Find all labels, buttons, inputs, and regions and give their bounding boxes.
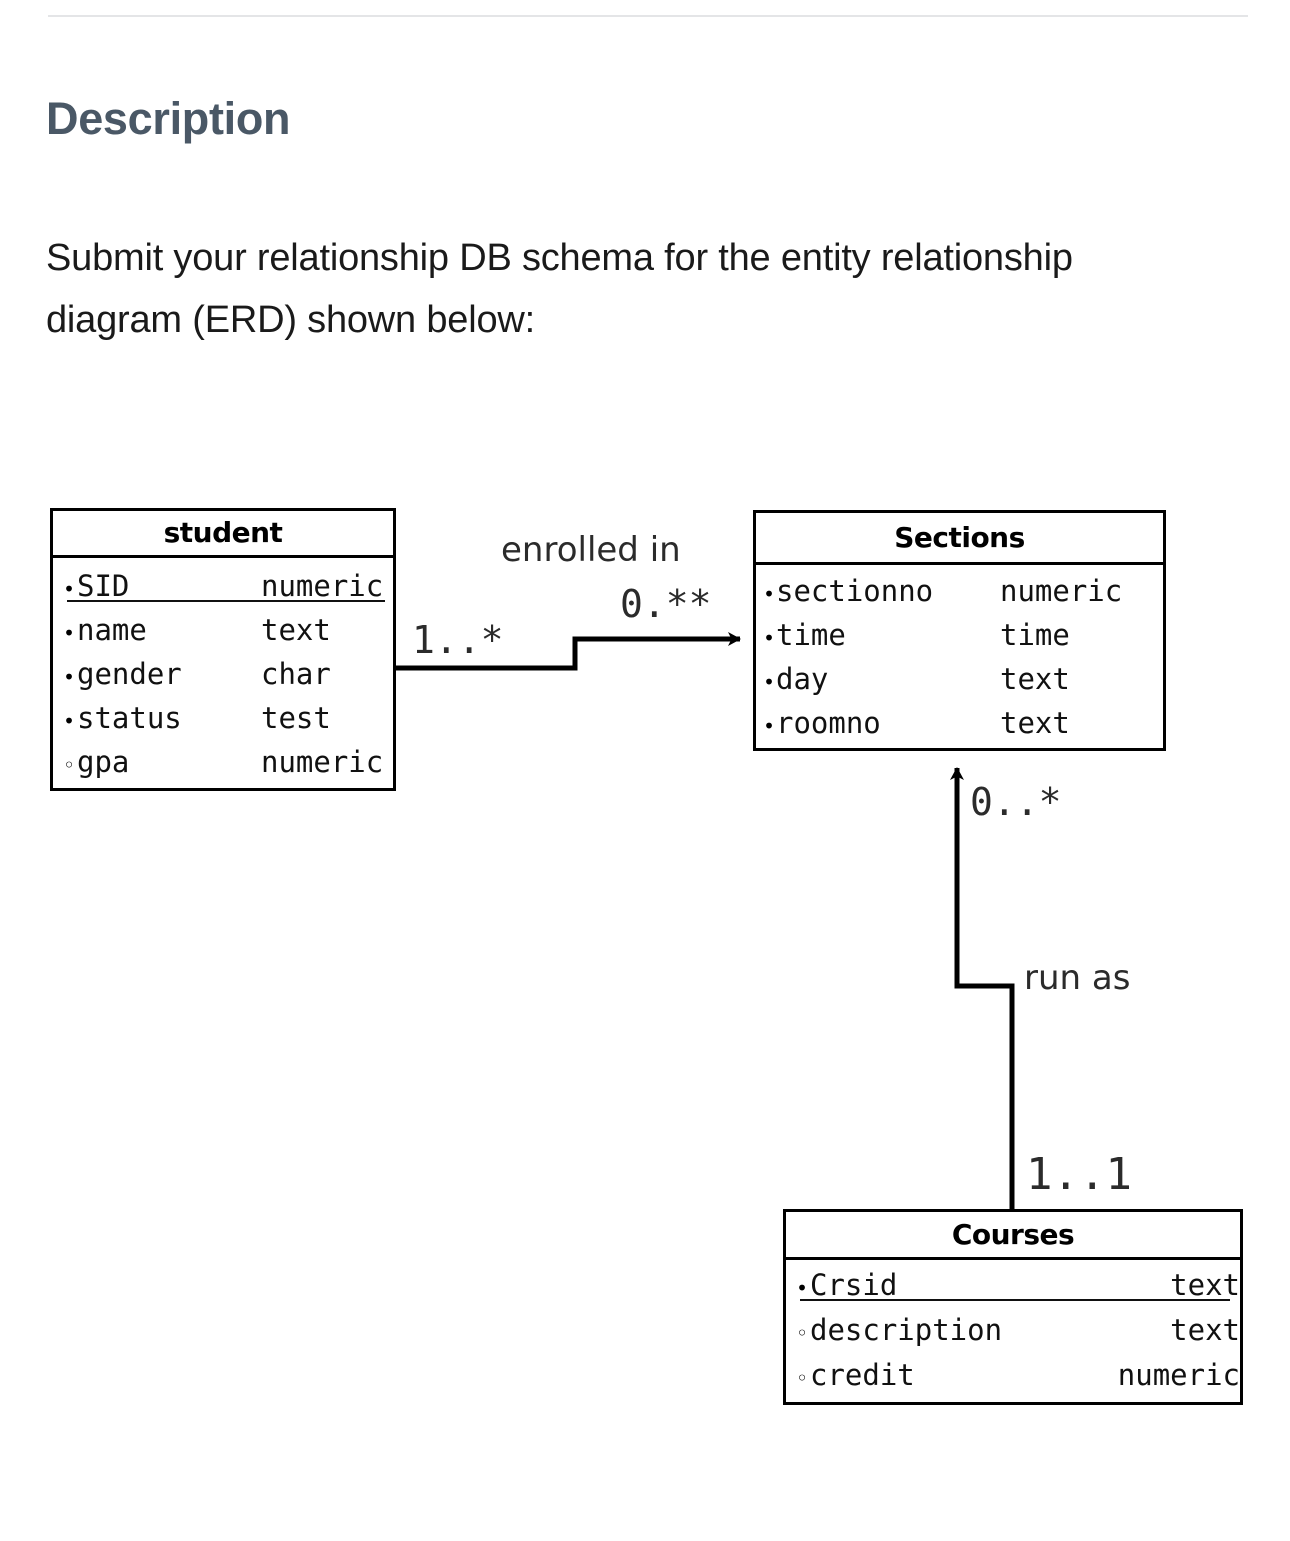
attribute-type: text	[1170, 1268, 1240, 1302]
attribute-name: gpa	[77, 745, 130, 779]
optional-circle-icon: ◦	[796, 1366, 808, 1390]
mandatory-dot-icon: •	[763, 626, 775, 650]
relationship-label-enrolled-in: enrolled in	[501, 530, 681, 570]
mandatory-dot-icon: •	[763, 714, 775, 738]
attribute-row: • status test	[53, 696, 393, 740]
entity-sections-attributes: • sectionno numeric • time time • day te…	[756, 565, 1163, 751]
entity-student[interactable]: student • SID numeric • name text • gend…	[50, 508, 396, 791]
connector-run-as	[950, 767, 1015, 1209]
entity-courses-title: Courses	[786, 1212, 1240, 1260]
attribute-name: SID	[77, 569, 130, 603]
attribute-name: sectionno	[776, 574, 934, 608]
multiplicity-sections-run-as: 0..*	[970, 780, 1062, 824]
relationship-label-run-as: run as	[1024, 958, 1131, 998]
attribute-row: • Crsid text	[786, 1263, 1240, 1308]
optional-circle-icon: ◦	[63, 753, 75, 777]
attribute-row: • sectionno numeric	[756, 569, 1163, 613]
attribute-type: numeric	[261, 745, 384, 779]
attribute-row: • gender char	[53, 652, 393, 696]
mandatory-dot-icon: •	[63, 621, 75, 645]
attribute-name: name	[77, 613, 147, 647]
description-text: Submit your relationship DB schema for t…	[46, 237, 1073, 341]
primary-key-underline	[67, 600, 385, 602]
attribute-type: text	[1000, 706, 1070, 740]
mandatory-dot-icon: •	[763, 582, 775, 606]
attribute-name: status	[77, 701, 182, 735]
entity-courses-attributes: • Crsid text ◦ description text ◦ credit…	[786, 1260, 1240, 1405]
attribute-type: text	[1170, 1313, 1240, 1347]
attribute-row: ◦ description text	[786, 1308, 1240, 1353]
attribute-name: Crsid	[810, 1268, 898, 1302]
attribute-type: numeric	[1000, 574, 1123, 608]
attribute-row: • time time	[756, 613, 1163, 657]
attribute-name: credit	[810, 1358, 915, 1392]
optional-circle-icon: ◦	[796, 1321, 808, 1345]
attribute-type: time	[1000, 618, 1070, 652]
entity-student-attributes: • SID numeric • name text • gender char …	[53, 558, 393, 788]
attribute-type: test	[261, 701, 331, 735]
attribute-row: ◦ gpa numeric	[53, 740, 393, 784]
connector-enrolled-in	[396, 632, 741, 671]
entity-sections-title: Sections	[756, 513, 1163, 565]
attribute-row: ◦ credit numeric	[786, 1353, 1240, 1398]
mandatory-dot-icon: •	[63, 709, 75, 733]
entity-courses[interactable]: Courses • Crsid text ◦ description text …	[783, 1209, 1243, 1405]
multiplicity-sections-enrolled-in: 0.**	[620, 582, 712, 626]
page-title: Description	[46, 93, 291, 145]
attribute-name: gender	[77, 657, 182, 691]
primary-key-underline	[800, 1299, 1230, 1301]
mandatory-dot-icon: •	[63, 577, 75, 601]
attribute-row: • roomno text	[756, 701, 1163, 745]
entity-sections[interactable]: Sections • sectionno numeric • time time…	[753, 510, 1166, 751]
attribute-type: numeric	[1117, 1358, 1240, 1392]
attribute-name: time	[776, 618, 846, 652]
mandatory-dot-icon: •	[763, 670, 775, 694]
mandatory-dot-icon: •	[63, 665, 75, 689]
multiplicity-student-enrolled-in: 1..*	[412, 618, 504, 662]
entity-student-title: student	[53, 511, 393, 558]
multiplicity-courses-run-as: 1..1	[1026, 1149, 1132, 1200]
attribute-row: • SID numeric	[53, 564, 393, 608]
attribute-name: day	[776, 662, 829, 696]
attribute-name: description	[810, 1313, 1003, 1347]
attribute-row: • name text	[53, 608, 393, 652]
attribute-type: text	[1000, 662, 1070, 696]
mandatory-dot-icon: •	[796, 1276, 808, 1300]
attribute-type: text	[261, 613, 331, 647]
attribute-type: char	[261, 657, 331, 691]
attribute-row: • day text	[756, 657, 1163, 701]
top-divider	[48, 15, 1248, 17]
attribute-name: roomno	[776, 706, 881, 740]
attribute-type: numeric	[261, 569, 384, 603]
